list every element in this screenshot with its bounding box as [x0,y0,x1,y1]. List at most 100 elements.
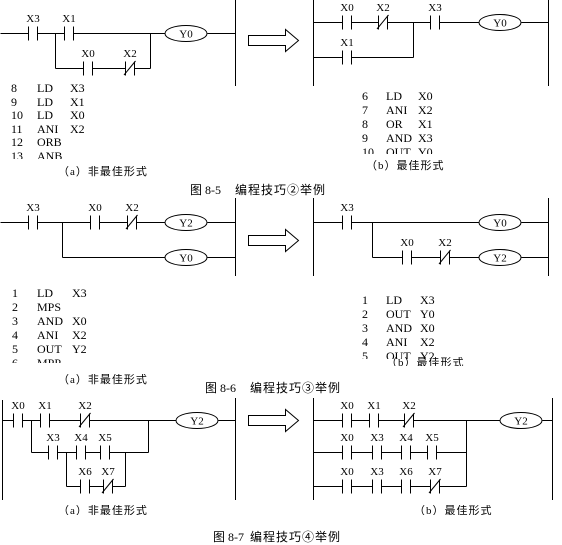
step-number: 8 [362,117,368,131]
contact-x0-normally-open: X0 [81,48,95,76]
figure-number: 图 8-5 [190,183,221,197]
contact-x0-normally-open: X0 [340,466,354,494]
instruction-mnemonic: MPS [37,300,62,314]
normally-closed-slash [402,412,415,428]
instruction-mnemonic: AND [386,131,412,145]
step-number: 5 [12,342,18,356]
coil-outline [164,214,208,231]
step-number: 1 [362,293,368,307]
sub-caption: （b）最佳形式 [414,505,493,515]
contact-label: X0 [11,400,25,412]
instruction-operand: X0 [418,89,433,103]
conversion-arrow-icon [248,228,300,253]
contact-x3-normally-open: X3 [370,432,384,460]
instruction-operand: X0 [70,108,85,123]
contact-label: X4 [399,432,413,444]
step-number: 9 [11,94,17,109]
step-number: 1 [12,286,18,300]
contact-x5-normally-open: X5 [98,432,112,460]
contact-x0-normally-open: X0 [11,400,25,428]
instruction-mnemonic: ANB [37,148,63,159]
instruction-operand: Y2 [72,342,87,356]
contact-label: X0 [340,466,354,478]
instruction-mnemonic: LD [37,108,53,123]
sub-caption: （a）非最佳形式 [58,374,148,385]
contact-x2-normally-closed: X2 [376,2,390,30]
instruction-mnemonic: OUT [37,342,62,356]
contact-label: X2 [78,400,91,412]
instruction-operand: X3 [418,131,433,145]
coil-label: Y0 [179,29,193,41]
step-number: 12 [11,135,23,150]
step-number: 6 [362,89,368,103]
contact-label: X3 [26,13,40,25]
sub-caption: （b）最佳形式 [386,357,465,366]
contact-x3-normally-open: X3 [340,202,354,230]
instruction-operand: X3 [420,293,435,307]
contact-label: X3 [370,466,384,478]
instruction-row: 9 AND X3 [362,131,472,145]
contact-x2-normally-closed: X2 [123,48,137,76]
step-number: 4 [12,328,18,342]
coil-outline [499,412,543,429]
contact-x3-normally-open: X3 [370,466,384,494]
step-number: 3 [12,314,18,328]
instruction-operand: Y2 [420,349,435,359]
contact-label: X3 [340,202,354,214]
contact-x7-normally-closed: X7 [101,466,115,494]
contact-label: X5 [98,432,112,444]
contact-x0-normally-open: X0 [340,2,354,30]
normally-closed-slash [125,214,138,230]
contact-label: X6 [399,466,413,478]
contact-x0-normally-open: X0 [400,237,414,265]
coil-outline [478,14,522,31]
figure-number: 图 8-7 [213,530,244,544]
contact-x2-normally-closed: X2 [402,400,416,428]
instruction-operand: X0 [420,321,435,335]
instruction-operand: X0 [72,314,87,328]
normally-closed-slash [428,478,441,494]
contact-x6-normally-open: X6 [399,466,413,494]
instruction-operand: X2 [70,121,85,136]
instruction-operand: X2 [72,328,87,342]
contact-label: X0 [400,237,414,249]
figure-number: 图 8-6 [205,381,236,395]
instruction-mnemonic: OUT [386,349,411,359]
step-number: 10 [362,145,374,154]
step-number: 3 [362,321,368,335]
instruction-mnemonic: AND [37,314,63,328]
coil-label: Y2 [493,253,506,265]
contact-x0-normally-open: X0 [340,400,354,428]
instruction-mnemonic: LD [37,82,53,95]
contact-label: X7 [101,466,115,478]
coil-label: Y2 [179,218,192,230]
coil-outline [164,249,208,266]
step-number: 7 [362,103,368,117]
contact-x4-normally-open: X4 [74,432,88,460]
contact-label: X7 [428,466,442,478]
contact-label: X2 [125,202,138,214]
coil-y0: Y0 [164,249,208,266]
contact-x0-normally-open: X0 [88,202,102,230]
instruction-row: 3 AND X0 [12,314,122,328]
coil-outline [175,412,219,429]
contact-label: X1 [367,400,380,412]
coil-label: Y2 [190,416,203,428]
contact-label: X1 [62,13,75,25]
coil-label: Y0 [179,253,193,265]
sub-caption: （b）最佳形式 [366,160,445,171]
step-number: 9 [362,131,368,145]
coil-y2: Y2 [499,412,543,429]
